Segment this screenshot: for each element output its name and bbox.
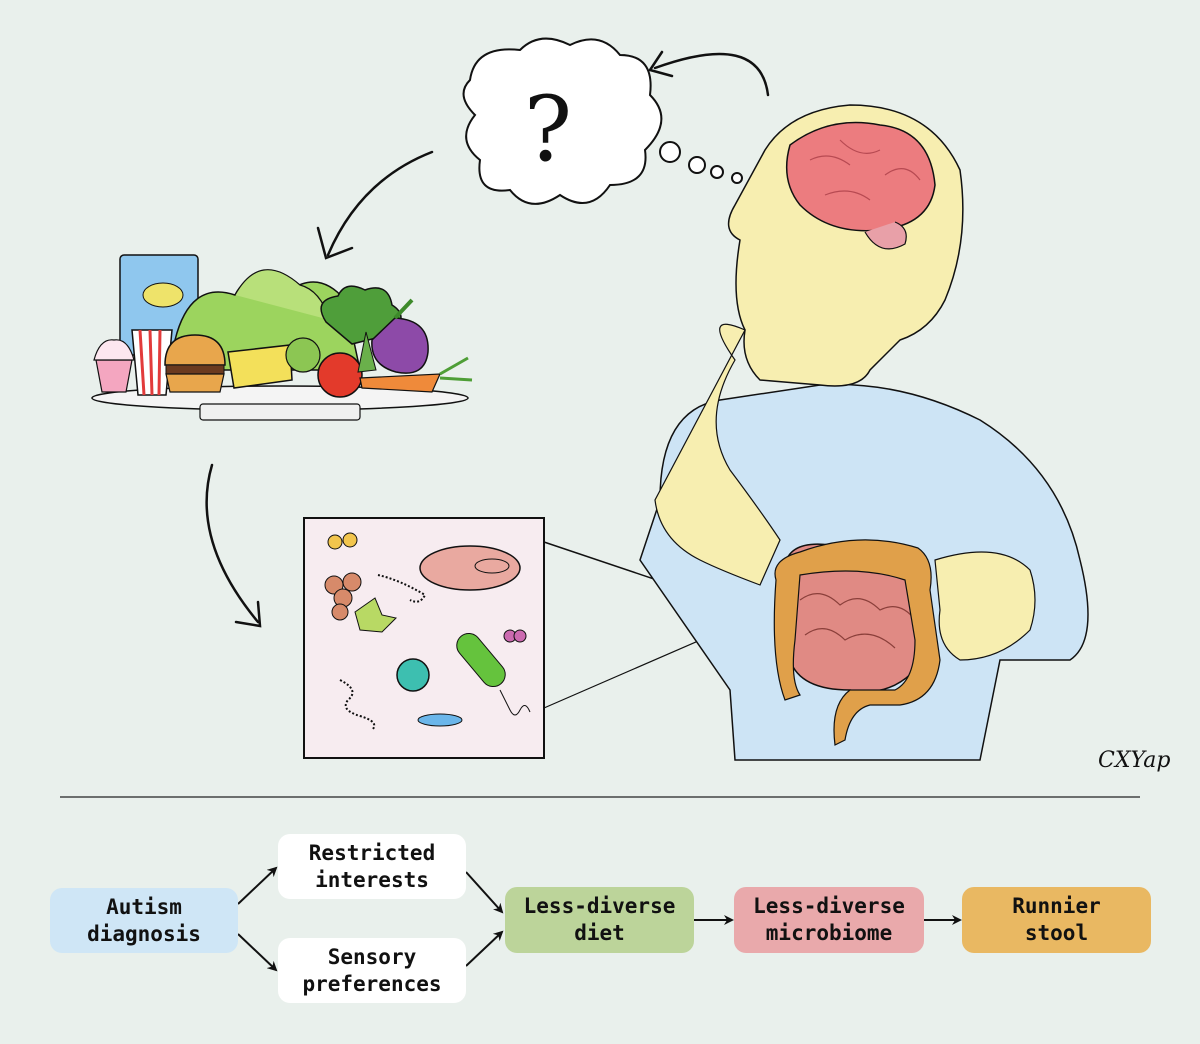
node-autism-diagnosis: Autism diagnosis: [50, 888, 238, 953]
flow-arrows: [237, 866, 962, 972]
arrow-sensory-to-diet: [465, 930, 504, 967]
node-less-diverse-microbiome: Less-diverse microbiome: [734, 887, 924, 953]
arrow-restricted-to-diet: [465, 871, 504, 914]
question-thought-bubble: ?: [462, 37, 743, 205]
arrow-autism-to-restricted: [237, 866, 278, 905]
cycle-arrows: [205, 50, 770, 628]
question-mark: ?: [524, 77, 572, 182]
microbe-inset: [303, 517, 753, 759]
node-less-diverse-diet: Less-diverse diet: [505, 887, 694, 953]
artist-signature: CXYap: [1098, 748, 1171, 773]
food-plate: [91, 254, 473, 421]
node-sensory-preferences: Sensory preferences: [278, 938, 466, 1003]
node-runnier-stool: Runnier stool: [962, 887, 1151, 953]
node-restricted-interests: Restricted interests: [278, 834, 466, 899]
thinking-person: [639, 104, 1089, 761]
arrow-autism-to-sensory: [237, 933, 278, 972]
